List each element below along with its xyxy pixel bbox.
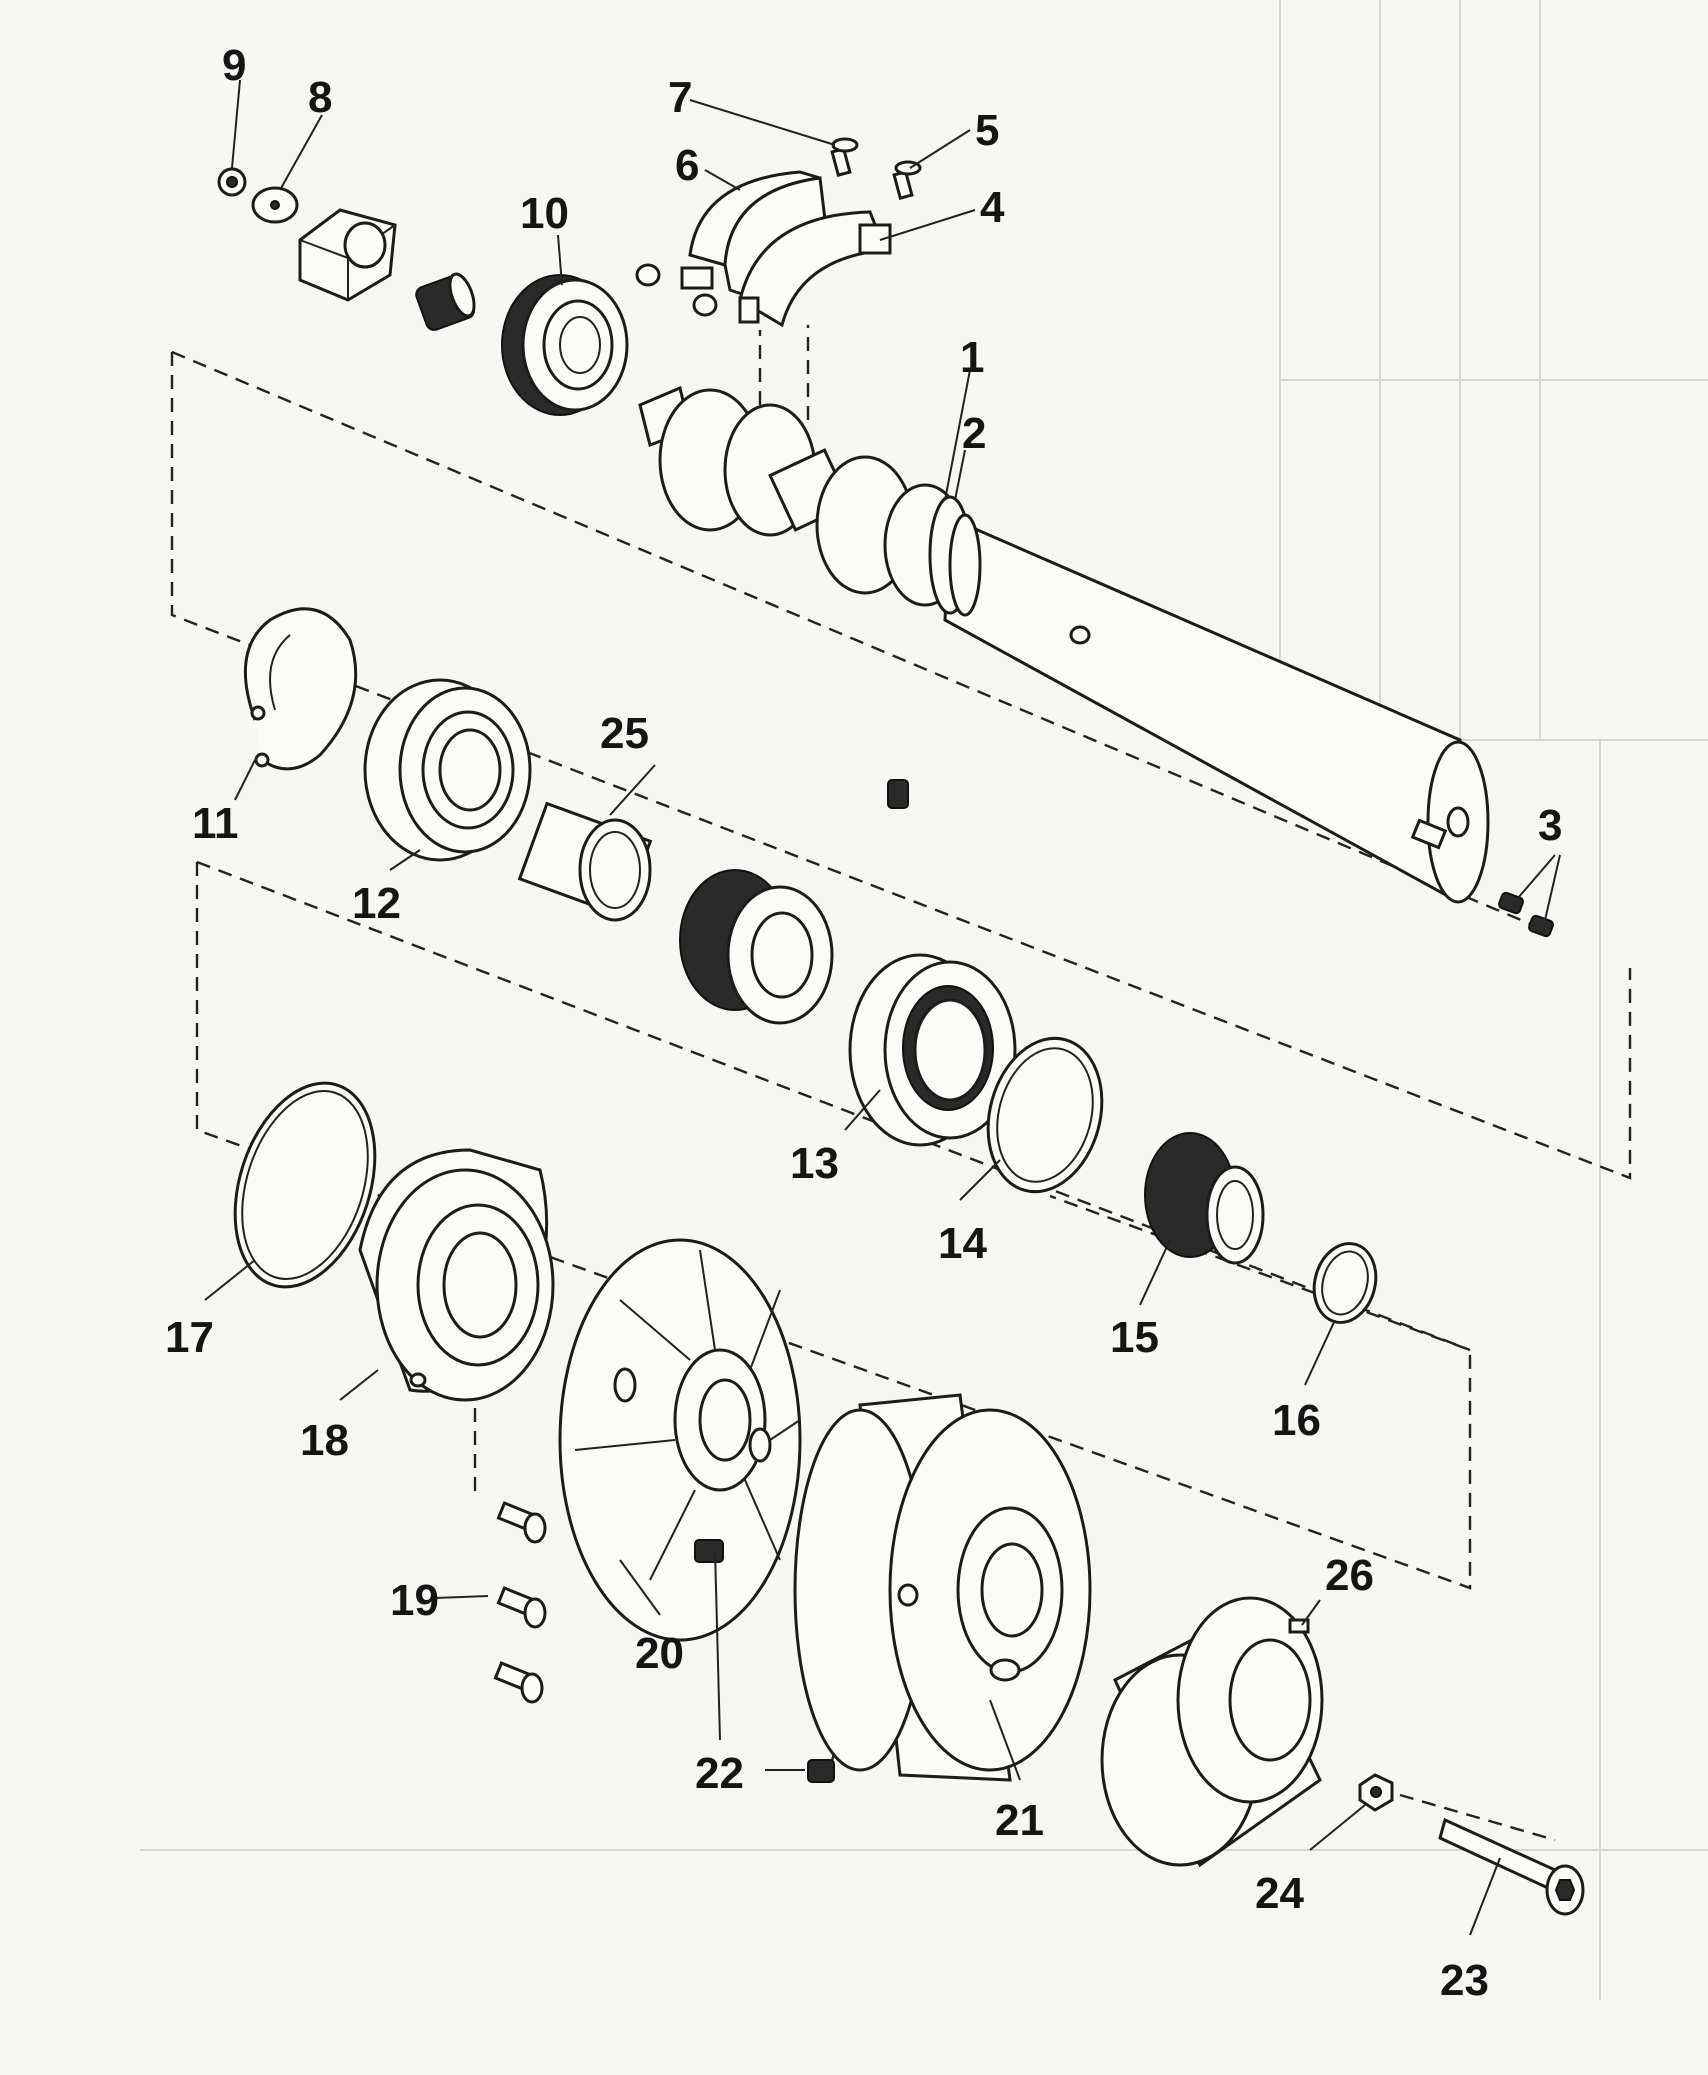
label-14: 14 bbox=[938, 1219, 987, 1268]
label-18: 18 bbox=[300, 1416, 349, 1465]
part-11-circlip bbox=[243, 607, 358, 771]
part-13-bearing bbox=[848, 953, 1017, 1147]
needle-bearing bbox=[415, 272, 476, 331]
label-11: 11 bbox=[192, 799, 239, 848]
worm-gear bbox=[679, 869, 834, 1025]
label-21: 21 bbox=[995, 1796, 1044, 1845]
grub-screw bbox=[887, 779, 909, 809]
part-8-washer bbox=[251, 186, 299, 224]
part-14-ring bbox=[986, 1036, 1104, 1194]
label-26: 26 bbox=[1325, 1551, 1374, 1600]
part-26-coupling bbox=[1100, 1596, 1324, 1868]
part-10-bearing bbox=[501, 274, 629, 416]
part-24-nut bbox=[1358, 1773, 1394, 1812]
part-9-screw bbox=[217, 167, 247, 197]
label-8: 8 bbox=[308, 73, 332, 122]
label-1: 1 bbox=[960, 333, 984, 382]
label-19: 19 bbox=[390, 1576, 439, 1625]
label-4: 4 bbox=[980, 183, 1005, 232]
label-6: 6 bbox=[675, 141, 699, 190]
label-24: 24 bbox=[1255, 1869, 1304, 1918]
part-25-sleeve bbox=[517, 801, 653, 922]
label-2: 2 bbox=[962, 409, 986, 458]
label-23: 23 bbox=[1440, 1956, 1489, 2005]
label-16: 16 bbox=[1272, 1396, 1321, 1445]
part-21-drum bbox=[793, 1393, 1092, 1782]
label-5: 5 bbox=[975, 106, 999, 155]
label-15: 15 bbox=[1110, 1313, 1159, 1362]
part-2-seal-ring bbox=[928, 495, 982, 617]
part-3-set-screws bbox=[1498, 891, 1554, 938]
label-3: 3 bbox=[1538, 801, 1562, 850]
part-19-screws bbox=[493, 1501, 547, 1704]
label-25: 25 bbox=[600, 709, 649, 758]
part-18-flange bbox=[358, 1148, 555, 1402]
label-10: 10 bbox=[520, 189, 569, 238]
label-12: 12 bbox=[352, 879, 401, 928]
label-9: 9 bbox=[222, 41, 246, 90]
part-12-bearing bbox=[363, 678, 532, 862]
part-17-o-ring bbox=[233, 1081, 377, 1289]
part-4-bearing-cap bbox=[692, 210, 892, 328]
label-13: 13 bbox=[790, 1139, 839, 1188]
label-22: 22 bbox=[695, 1749, 744, 1798]
label-20: 20 bbox=[635, 1629, 684, 1678]
label-7: 7 bbox=[668, 73, 692, 122]
part-20-fan bbox=[558, 1238, 802, 1642]
part-15-coil bbox=[1144, 1132, 1265, 1265]
square-block bbox=[298, 208, 397, 302]
part-1-crankshaft bbox=[638, 385, 1490, 904]
part-23-bolt bbox=[1438, 1817, 1585, 1916]
leader-lines bbox=[204, 79, 1561, 1936]
label-17: 17 bbox=[165, 1313, 214, 1362]
part-7-pin bbox=[830, 137, 859, 177]
upper-guide-frame bbox=[170, 352, 1632, 1180]
part-5-pin bbox=[892, 160, 922, 200]
part-labels: 9 8 10 7 5 6 4 1 2 3 25 11 12 13 14 15 1… bbox=[165, 41, 1562, 2005]
